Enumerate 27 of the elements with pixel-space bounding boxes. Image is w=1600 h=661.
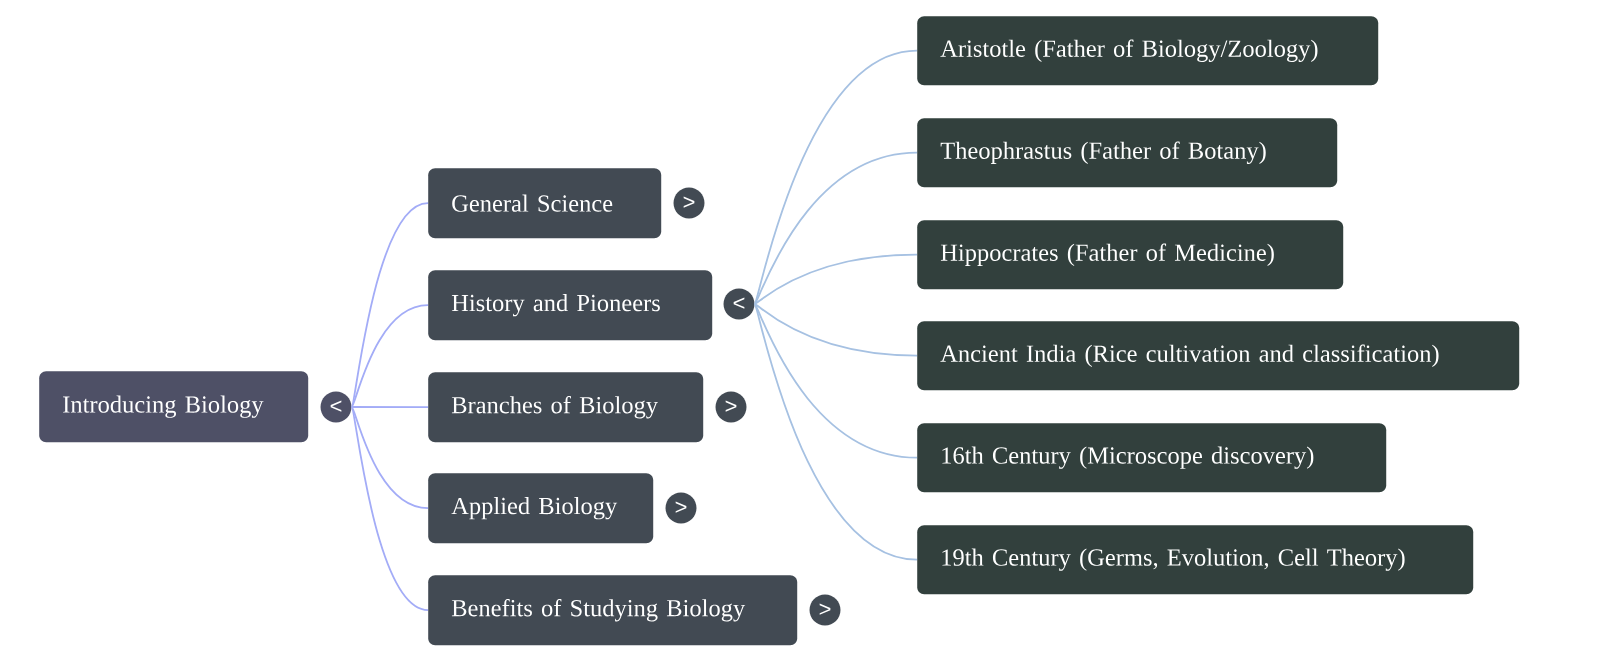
toggle-button: < (723, 288, 755, 320)
branch-line (753, 303, 918, 561)
branch-line (350, 304, 429, 408)
topic-box: Ancient India (Rice cultivation and classification) (917, 321, 1520, 391)
branch-line (350, 406, 429, 612)
topic-box: Hippocrates (Father of Medicine) (917, 220, 1344, 290)
branch-line (753, 303, 918, 357)
branch-line (753, 151, 918, 305)
topic-box: History and Pioneers (428, 270, 713, 341)
toggle-button: < (320, 391, 352, 423)
toggle-button: > (665, 492, 697, 524)
toggle-button: > (809, 594, 841, 626)
branch-line (350, 406, 429, 510)
toggle-button: > (673, 187, 705, 219)
branch-line (350, 406, 429, 409)
topic-box: Introducing Biology (39, 371, 309, 443)
topic-box: Benefits of Studying Biology (428, 575, 798, 646)
topic-box: 19th Century (Germs, Evolution, Cell Theory) (917, 525, 1474, 595)
topic-box: Theophrastus (Father of Botany) (917, 118, 1338, 188)
branch-line (753, 303, 918, 459)
topic-box: Applied Biology (428, 473, 654, 544)
topic-box: Branches of Biology (428, 372, 704, 443)
topic-box: General Science (428, 168, 662, 239)
topic-box: Aristotle (Father of Biology/Zoology) (917, 16, 1379, 86)
branch-line (753, 253, 918, 305)
toggle-button: > (715, 391, 747, 423)
topic-box: 16th Century (Microscope discovery) (917, 423, 1387, 493)
